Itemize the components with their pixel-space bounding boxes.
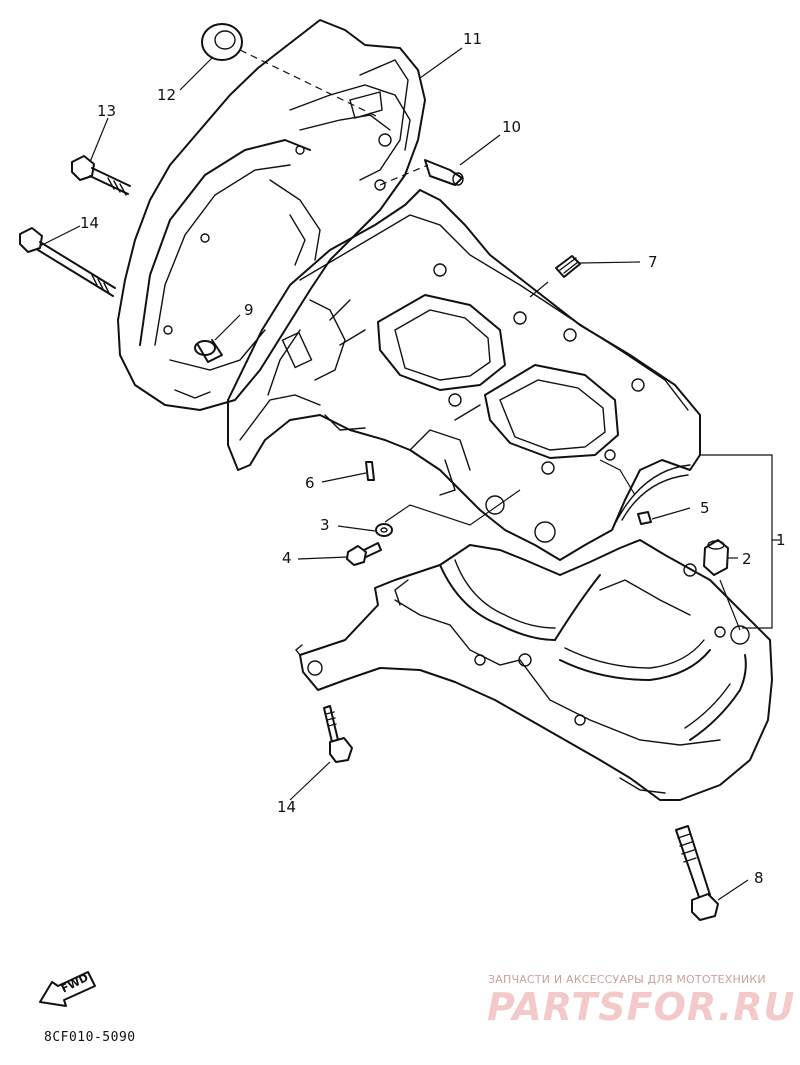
callout-11: 11: [463, 30, 483, 48]
lower-crankcase: [295, 539, 773, 801]
callout-13: 13: [97, 102, 117, 120]
part-code: 8CF010-5090: [44, 1030, 136, 1045]
assembly-line-seal: [239, 49, 381, 119]
bolt-13: [71, 155, 131, 196]
stud-bolt-7: [555, 255, 581, 278]
callout-12: 12: [157, 86, 177, 104]
callout-7: 7: [648, 253, 658, 271]
oil-seal-12: [201, 23, 243, 61]
fwd-arrow-icon: [39, 971, 96, 1007]
callout-3: 3: [320, 516, 330, 534]
dowel-5: [637, 511, 652, 525]
watermark-logo: PARTSFOR.RU: [487, 985, 796, 1029]
watermark-tagline: ЗАПЧАСТИ И АКСЕССУАРЫ ДЛЯ МОТОТЕХНИКИ: [488, 973, 766, 986]
callout-14-upper: 14: [80, 214, 100, 232]
assembly-line-dowel-10: [379, 164, 429, 186]
stud-2: [703, 539, 729, 576]
pin-10: [424, 159, 464, 186]
callout-1: 1: [776, 531, 786, 549]
bolt-14-lower: [323, 705, 353, 763]
callout-9: 9: [244, 301, 254, 319]
bolt-4: [346, 542, 382, 566]
callout-5: 5: [700, 499, 710, 517]
pin-6: [365, 461, 375, 481]
washer-3: [375, 523, 393, 537]
leader-lines: [39, 47, 780, 901]
upper-crankcase: [227, 189, 701, 561]
callout-8: 8: [754, 869, 764, 887]
callout-10: 10: [502, 118, 522, 136]
dowel-pin-9: [194, 339, 223, 363]
callout-14-lower: 14: [277, 798, 297, 816]
callout-2: 2: [742, 550, 752, 568]
flywheel-cover: [117, 19, 426, 411]
callout-4: 4: [282, 549, 292, 567]
callout-6: 6: [305, 474, 315, 492]
bolt-14-upper: [19, 227, 116, 297]
bolt-8: [675, 825, 719, 921]
